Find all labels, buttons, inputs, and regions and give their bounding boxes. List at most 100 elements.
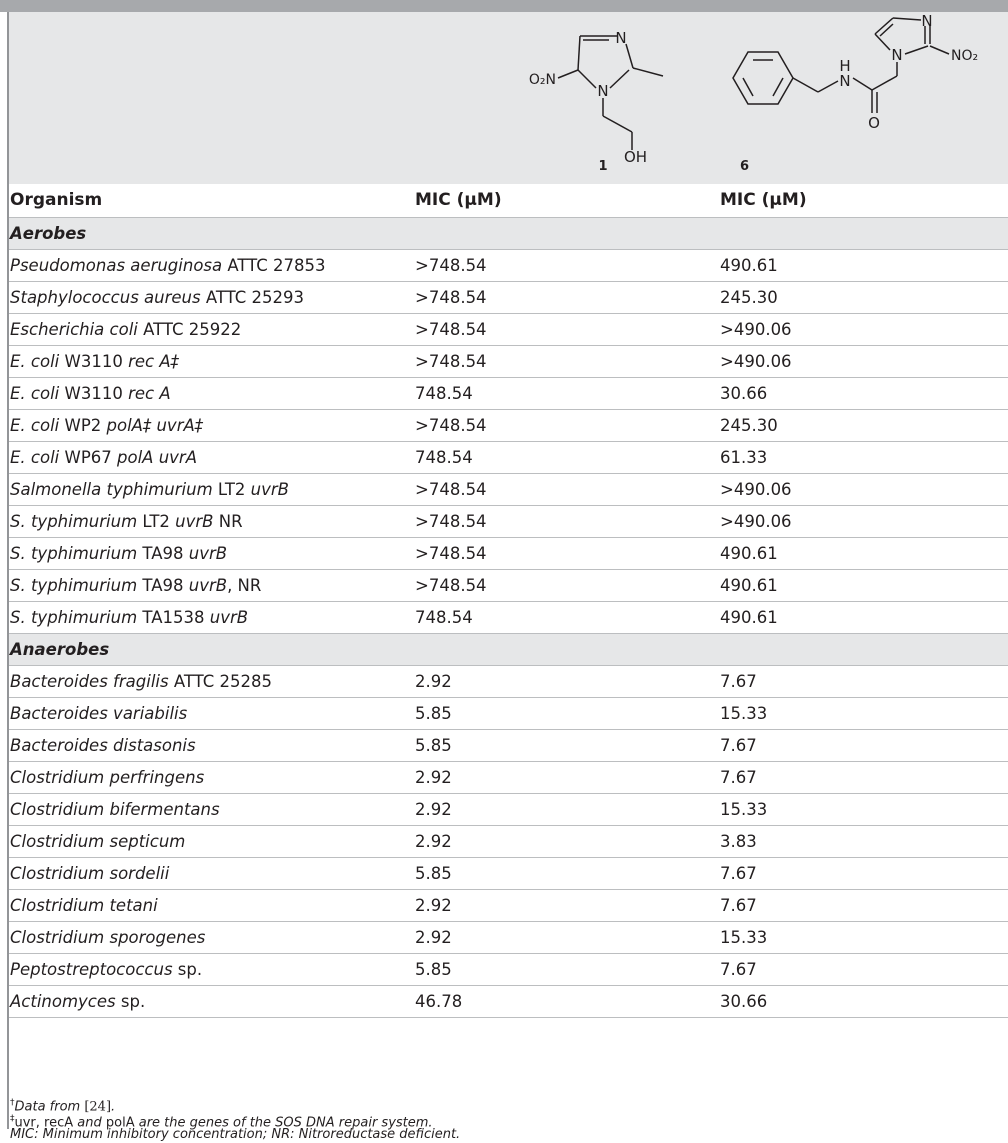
footnote-gene: uvr, recA [14,1115,74,1131]
organism-cell: Bacteroides fragilis ATTC 25285 [9,665,414,698]
organism-name: Clostridium sordelii [10,864,170,883]
genotype: polA‡ uvrA‡ [106,416,204,435]
bond [904,45,929,55]
organism-name: Bacteroides fragilis [10,672,169,691]
mic-compound-6: 30.66 [719,985,1008,1018]
compound-6-structure: N N NO₂ N H O 6 [725,12,1008,188]
bond [792,77,819,93]
mic-compound-6: 490.61 [719,569,1008,602]
footnote-reference: [24] [84,1099,112,1115]
organism-cell: Bacteroides distasonis [9,729,414,762]
mic-compound-6: 490.61 [719,249,1008,282]
bond [632,67,664,77]
organism-name: Clostridium sporogenes [10,928,206,947]
mic-compound-1: >748.54 [414,473,719,506]
organism-name: Clostridium perfringens [10,768,205,787]
genotype: uvrB [188,544,228,563]
strain: W3110 [59,352,129,371]
organism-name: Clostridium tetani [10,896,158,915]
organism-name: E. coli [10,448,60,467]
strain: LT2 [212,480,251,499]
bond [817,80,839,93]
compound-1-drawing: N N O₂N OH 1 [529,29,664,174]
organism-name: S. typhimurium [10,608,138,627]
mic-compound-6: 490.61 [719,537,1008,570]
organism-cell: Clostridium bifermentans [9,793,414,826]
organism-cell: Clostridium tetani [9,889,414,922]
atom-label: N [615,29,626,47]
organism-name: Pseudomonas aeruginosa [10,256,223,275]
organism-name: Salmonella typhimurium [10,480,213,499]
footnote-mark: ‡ [10,1114,15,1124]
mic-compound-1: 748.54 [414,601,719,634]
organism-name: Bacteroides variabilis [10,704,188,723]
atom-label: O [868,114,880,132]
footnote-gene: polA [105,1115,135,1131]
bond [602,115,633,133]
organism-name: E. coli [10,352,60,371]
left-rule [7,12,9,1129]
organism-cell: E. coli W3110 rec A‡ [9,345,414,378]
table-header-row: Organism MIC (μM) MIC (μM) [9,184,1008,218]
mic-compound-6: 7.67 [719,953,1008,986]
mic-compound-1: >748.54 [414,505,719,538]
bond [577,35,581,71]
compound-1-structure: N N O₂N OH 1 [520,12,700,188]
bond [879,23,894,37]
mic-compound-1: 748.54 [414,377,719,410]
table-row: E. coli W3110 rec A‡>748.54>490.06 [9,345,1008,378]
organism-name: Clostridium bifermentans [10,800,220,819]
organism-cell: Clostridium perfringens [9,761,414,794]
atom-label: NO₂ [951,48,978,64]
atom-label: N [839,72,850,90]
organism-cell: Escherichia coli ATTC 25922 [9,313,414,346]
bond [892,17,922,21]
genotype: uvrB [250,480,289,499]
organism-name: S. typhimurium [10,512,138,531]
atom-label: N [597,82,608,100]
mic-compound-1: >748.54 [414,537,719,570]
table-row: Escherichia coli ATTC 25922>748.54>490.0… [9,313,1008,346]
genotype: uvrB [188,576,228,595]
strain: TA98 [137,544,189,563]
mic-compound-6: 7.67 [719,665,1008,698]
atom-label: O₂N [529,72,556,88]
footnote-text: and [73,1115,106,1131]
footnote-2: ‡uvr, recA and polA are the genes of the… [10,1111,1000,1131]
mic-compound-6: 15.33 [719,697,1008,730]
header-mic-6: MIC (μM) [719,184,1008,218]
mic-compound-6: 3.83 [719,825,1008,858]
mic-compound-1: 5.85 [414,697,719,730]
table-row: Pseudomonas aeruginosa ATTC 27853 >748.54… [9,249,1008,282]
mic-compound-1: 5.85 [414,857,719,890]
bond [874,33,891,51]
organism-name: Escherichia coli [10,320,138,339]
bond [625,43,634,69]
bond [609,69,630,89]
footnote-3: MIC: Minimum inhibitory concentration; N… [10,1127,461,1142]
mic-compound-6: >490.06 [719,473,1008,506]
organism-name: Peptostreptococcus [10,960,173,979]
strain: ATTC 27853 [222,256,326,275]
organism-name: Actinomyces [10,992,116,1011]
mic-compound-1: 2.92 [414,665,719,698]
mic-compound-1: >748.54 [414,249,719,282]
mic-compound-1: 2.92 [414,889,719,922]
organism-name: E. coli [10,384,60,403]
genotype: uvrB [209,608,249,627]
organism-cell: Clostridium sordelii [9,857,414,890]
mic-compound-1: >748.54 [414,345,719,378]
strain: ATTC 25293 [200,288,305,307]
bond [929,45,950,55]
footnote-1: †Data from [24]. [10,1095,1000,1115]
mic-compound-6: 61.33 [719,441,1008,474]
header-mic-1: MIC (μM) [414,184,719,218]
